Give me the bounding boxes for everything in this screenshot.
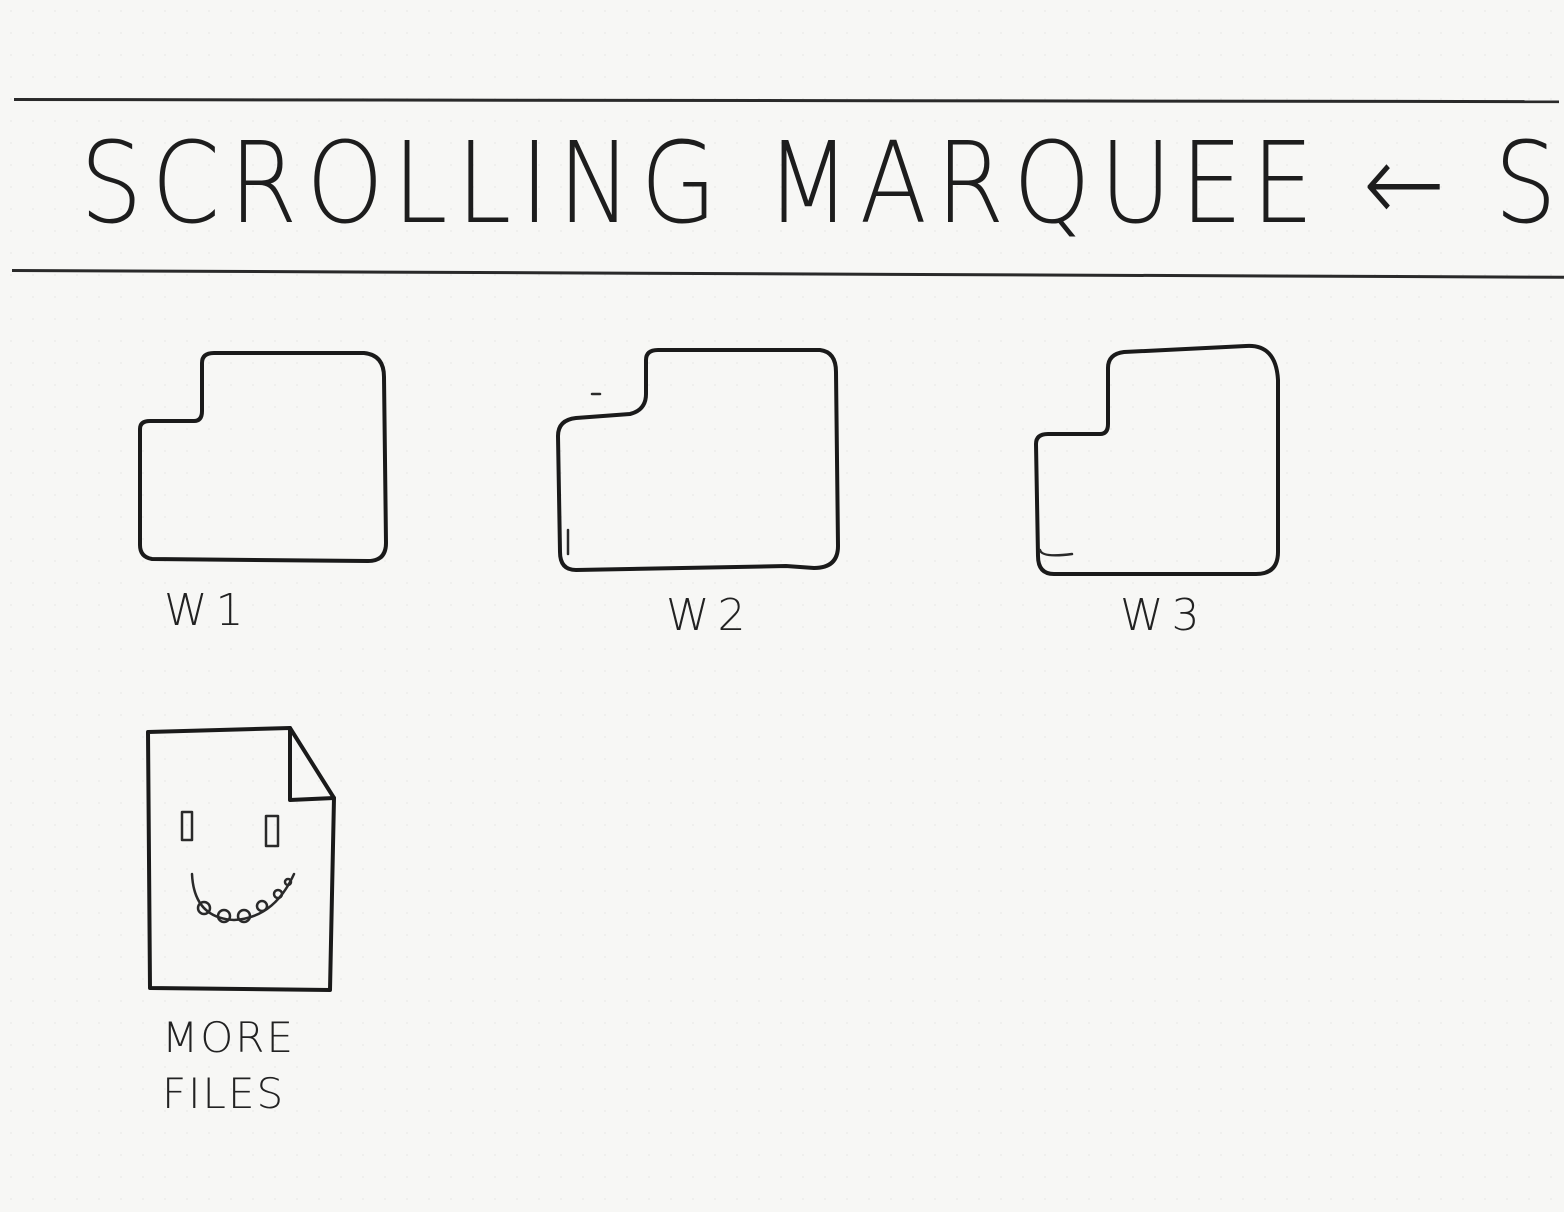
folder-icon xyxy=(138,351,388,563)
folder-label: W2 xyxy=(666,590,754,641)
header-bottom-divider xyxy=(11,269,1564,279)
folder-item-w3[interactable]: W3 xyxy=(1028,340,1298,645)
more-files-label: MORE FILES xyxy=(162,1013,296,1118)
folder-icon xyxy=(1034,343,1280,576)
scrolling-marquee: SCROLLING MARQUEE ← SCRO xyxy=(0,112,1564,262)
folder-icon xyxy=(556,348,840,572)
header-top-divider xyxy=(13,98,1560,104)
smiley-file-icon xyxy=(146,726,336,992)
folder-item-w2[interactable]: W2 xyxy=(548,340,848,645)
more-files-item[interactable]: MORE FILES xyxy=(138,722,348,1142)
folder-item-w1[interactable]: W1 xyxy=(132,345,402,645)
marquee-text: SCROLLING MARQUEE ← SCRO xyxy=(80,119,1564,249)
folder-label: W3 xyxy=(1120,590,1208,641)
folder-label: W1 xyxy=(164,585,252,636)
